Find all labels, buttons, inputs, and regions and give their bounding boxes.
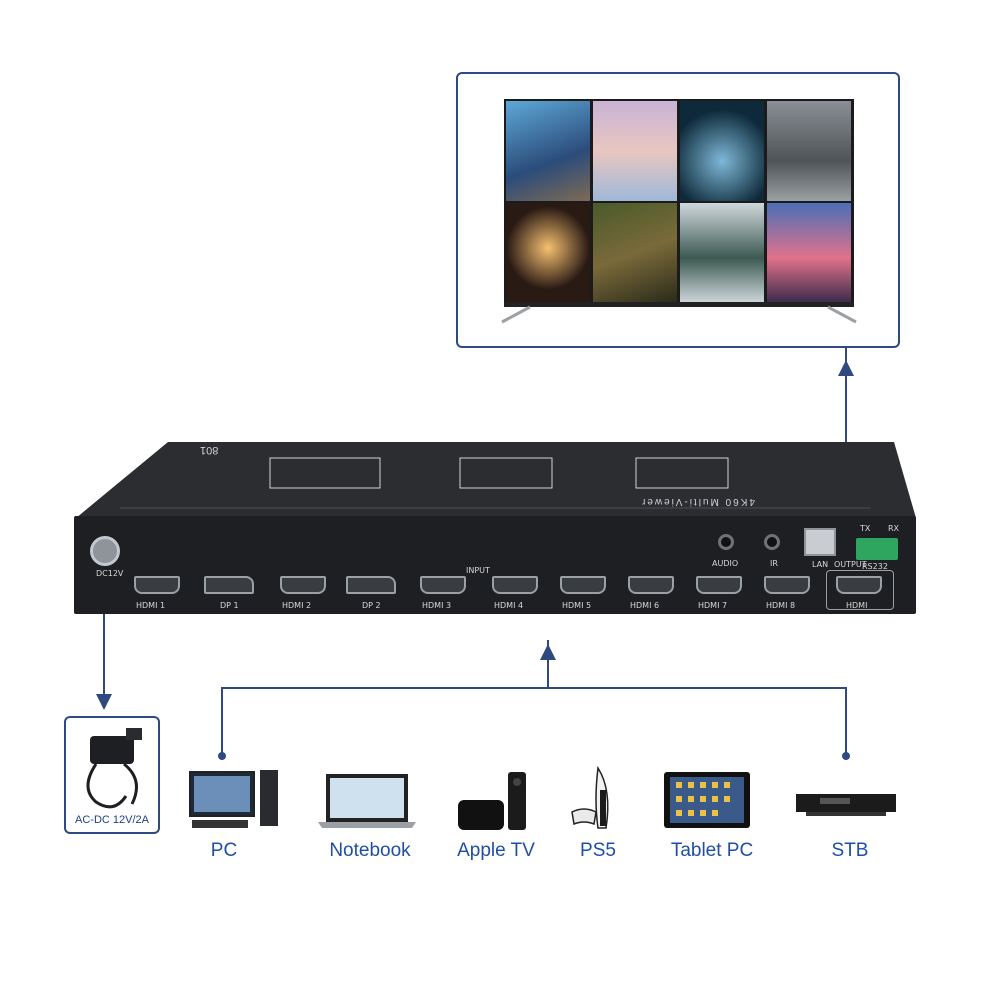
hdmi-3-port[interactable] <box>420 576 466 594</box>
output-arrowhead <box>838 360 854 376</box>
tx-label: TX <box>860 524 871 533</box>
game-console-icon <box>571 765 609 829</box>
hdmi-4-label: HDMI 4 <box>494 601 524 610</box>
hdmi-3-label: HDMI 3 <box>422 601 452 610</box>
tile-portal <box>506 203 590 303</box>
multiviewer-device: DC12V HDMI 1 DP 1 HDMI 2 DP 2 INPUT HDMI… <box>74 516 916 614</box>
audio-label: AUDIO <box>712 559 739 568</box>
laptop-icon <box>318 774 416 828</box>
hdmi-4-port[interactable] <box>492 576 538 594</box>
power-adapter-icon <box>86 728 142 809</box>
hdmi-8-port[interactable] <box>764 576 810 594</box>
power-arrowhead <box>96 694 112 710</box>
hdmi-1-label: HDMI 1 <box>136 601 166 610</box>
set-top-box-icon <box>796 794 896 816</box>
rx-label: RX <box>888 524 900 533</box>
hdmi-7-port[interactable] <box>696 576 742 594</box>
power-label: DC12V <box>96 569 124 578</box>
hdmi-8-label: HDMI 8 <box>766 601 796 610</box>
rs232-terminal[interactable] <box>856 538 898 560</box>
tile-warrior <box>593 203 677 303</box>
input-arrowhead <box>540 644 556 660</box>
source-label-ps5: PS5 <box>580 840 616 861</box>
hdmi-2-label: HDMI 2 <box>282 601 312 610</box>
output-group-label: OUTPUT <box>834 560 867 569</box>
ir-jack[interactable] <box>764 534 780 550</box>
tv-display-icon <box>504 99 854 305</box>
hdmi-5-port[interactable] <box>560 576 606 594</box>
input-bus <box>221 687 847 756</box>
hdmi-output-label: HDMI <box>846 601 868 610</box>
tile-mall <box>767 101 851 201</box>
dp-1-label: DP 1 <box>220 601 239 610</box>
desktop-pc-icon <box>189 770 278 828</box>
dp-1-port[interactable] <box>204 576 254 594</box>
rs232-label: RS232 <box>862 562 888 571</box>
power-adapter-panel <box>64 716 160 834</box>
lan-label: LAN <box>812 560 829 569</box>
tv-bezel <box>504 302 854 307</box>
ir-label: IR <box>770 559 778 568</box>
power-adapter-label: AC-DC 12V/2A <box>75 814 149 826</box>
tile-astronaut <box>680 101 764 201</box>
lan-port[interactable] <box>804 528 836 556</box>
hdmi-6-label: HDMI 6 <box>630 601 660 610</box>
source-label-tablet: Tablet PC <box>670 840 754 861</box>
tile-sunset <box>767 203 851 303</box>
tile-mountains <box>680 203 764 303</box>
hdmi-6-port[interactable] <box>628 576 674 594</box>
hdmi-output-port[interactable] <box>836 576 882 594</box>
source-label-apple-tv: Apple TV <box>457 840 535 861</box>
tile-car <box>506 101 590 201</box>
dp-2-label: DP 2 <box>362 601 381 610</box>
audio-jack[interactable] <box>718 534 734 550</box>
tablet-icon <box>664 772 750 828</box>
hdmi-5-label: HDMI 5 <box>562 601 592 610</box>
tile-clouds <box>593 101 677 201</box>
output-box <box>826 570 894 610</box>
dp-2-port[interactable] <box>346 576 396 594</box>
dc-power-jack[interactable] <box>90 536 120 566</box>
hdmi-2-port[interactable] <box>280 576 326 594</box>
hdmi-1-port[interactable] <box>134 576 180 594</box>
source-label-stb: STB <box>831 840 869 861</box>
source-label-pc: PC <box>210 840 238 861</box>
source-label-notebook: Notebook <box>329 840 411 861</box>
input-group-label: INPUT <box>466 566 490 575</box>
hdmi-7-label: HDMI 7 <box>698 601 728 610</box>
apple-tv-icon <box>458 772 526 830</box>
